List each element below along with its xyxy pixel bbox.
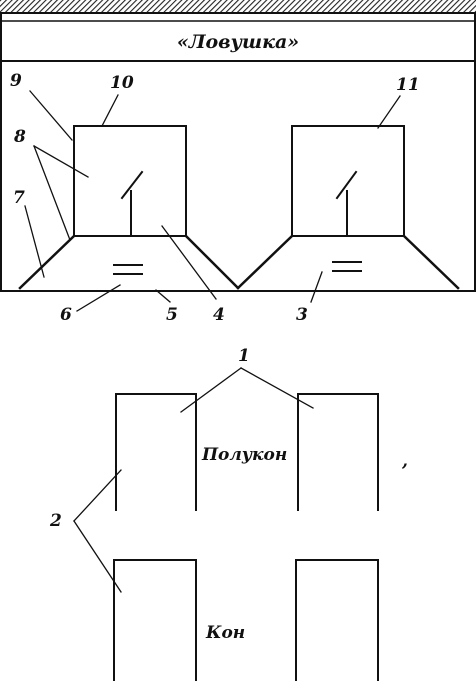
label-6: 6	[60, 305, 72, 325]
right-floor-right-edge	[402, 234, 460, 290]
polukon-label: Полукон	[201, 445, 287, 465]
kon-right-post	[295, 559, 379, 681]
label-1: 1	[238, 346, 250, 366]
left-floor-left-edge	[18, 234, 76, 290]
label-2: 2	[49, 511, 62, 531]
diagram-title: «Ловушка»	[177, 31, 299, 53]
label-10: 10	[110, 73, 134, 93]
leader-7	[24, 205, 45, 278]
stray-comma: ,	[401, 451, 408, 471]
polukon-right-post	[297, 393, 379, 511]
label-7: 7	[13, 188, 25, 208]
leader-8b	[33, 145, 71, 241]
leader-2-lower	[73, 520, 122, 593]
leader-10	[101, 94, 119, 127]
left-tree-branch	[120, 170, 144, 200]
leader-3	[310, 271, 323, 303]
hatched-header-bar	[0, 0, 476, 14]
leader-1-right	[240, 367, 314, 409]
label-8: 8	[13, 127, 26, 147]
leader-5	[155, 289, 171, 303]
kon-label: Кон	[205, 623, 245, 643]
polukon-left-post	[115, 393, 197, 511]
trap-frame	[0, 12, 476, 292]
right-floor-left-edge	[236, 234, 294, 290]
left-floor-right-edge	[184, 234, 240, 290]
kon-left-post	[113, 559, 197, 681]
label-11: 11	[396, 75, 420, 95]
leader-4	[161, 225, 217, 300]
leader-9	[29, 90, 73, 141]
right-tree-branch	[335, 170, 358, 200]
label-5: 5	[166, 305, 178, 325]
label-4: 4	[213, 305, 225, 325]
leader-8a	[33, 145, 89, 178]
leader-11	[377, 95, 401, 129]
leader-2-upper	[73, 469, 122, 522]
leader-1-left	[180, 367, 242, 413]
label-3: 3	[296, 305, 308, 325]
leader-6	[76, 284, 121, 312]
label-9: 9	[10, 71, 22, 91]
